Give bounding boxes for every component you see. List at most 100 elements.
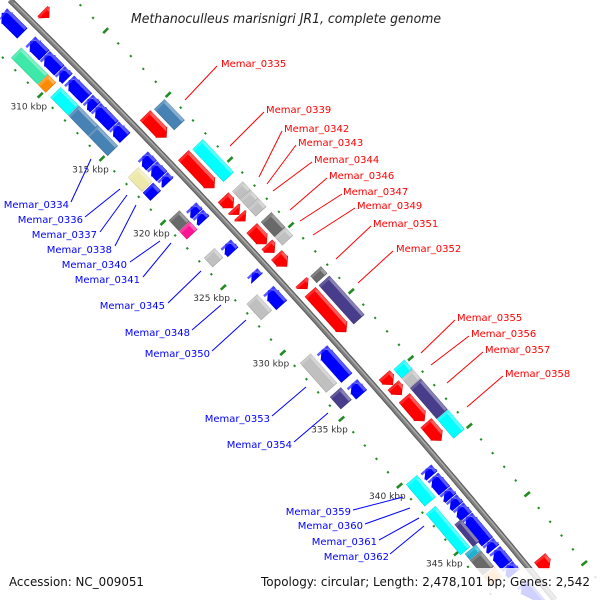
cds-feature-reverse[interactable] — [192, 209, 210, 226]
cds-feature-forward[interactable] — [420, 418, 443, 441]
gene-label-text[interactable]: Memar_0337 — [32, 230, 97, 241]
gene-label-memar-0356[interactable]: Memar_0356 — [430, 329, 536, 366]
cds-feature-forward[interactable] — [304, 286, 348, 333]
gene-label-text[interactable]: Memar_0352 — [396, 244, 461, 255]
gene-label-memar-0355[interactable]: Memar_0355 — [420, 313, 522, 354]
cds-feature-reverse[interactable] — [186, 202, 203, 219]
gene-label-text[interactable]: Memar_0344 — [314, 155, 379, 166]
cds-feature-reverse[interactable] — [25, 36, 50, 61]
gene-label-memar-0358[interactable]: Memar_0358 — [466, 369, 570, 408]
gene-label-text[interactable]: Memar_0334 — [4, 200, 69, 211]
feature-shape[interactable] — [320, 349, 353, 383]
cds-feature-reverse[interactable] — [0, 8, 28, 39]
cds-feature-forward[interactable] — [234, 210, 247, 222]
cds-feature-forward[interactable] — [178, 150, 216, 189]
cds-feature-reverse[interactable] — [316, 345, 353, 383]
cds-feature-forward[interactable] — [398, 393, 426, 422]
cog-feature-reverse[interactable] — [37, 74, 57, 93]
cog-feature-forward[interactable] — [393, 359, 413, 379]
cds-feature-reverse[interactable] — [220, 239, 239, 258]
cog-feature-reverse[interactable] — [50, 87, 79, 116]
gene-label-text[interactable]: Memar_0350 — [145, 349, 210, 360]
gene-label-memar-0337[interactable]: Memar_0337 — [32, 194, 128, 241]
cog-feature-reverse[interactable] — [299, 353, 338, 393]
cog-feature-reverse[interactable] — [203, 247, 224, 268]
cds-feature-forward[interactable] — [217, 192, 235, 209]
gene-label-memar-0361[interactable]: Memar_0361 — [312, 517, 420, 548]
gene-label-memar-0339[interactable]: Memar_0339 — [229, 105, 331, 147]
cog-feature-forward[interactable] — [310, 266, 328, 284]
cds-feature-reverse[interactable] — [489, 545, 513, 570]
cds-feature-reverse[interactable] — [439, 486, 457, 503]
feature-shape[interactable] — [304, 286, 348, 333]
gene-label-text[interactable]: Memar_0354 — [227, 440, 292, 451]
feature-shape[interactable] — [436, 409, 465, 439]
gene-label-text[interactable]: Memar_0357 — [485, 345, 550, 356]
gene-label-memar-0343[interactable]: Memar_0343 — [266, 138, 363, 185]
cds-feature-reverse[interactable] — [54, 66, 73, 84]
gene-label-text[interactable]: Memar_0355 — [457, 313, 522, 324]
cds-feature-reverse[interactable] — [157, 172, 174, 188]
gene-label-text[interactable]: Memar_0336 — [18, 215, 83, 226]
gene-label-text[interactable]: Memar_0353 — [205, 414, 270, 425]
cds-feature-forward[interactable] — [261, 239, 276, 253]
cds-feature-forward[interactable] — [139, 110, 168, 138]
cog-feature-reverse[interactable] — [142, 182, 162, 201]
cog-feature-reverse[interactable] — [454, 519, 480, 547]
cds-feature-reverse[interactable] — [82, 94, 101, 113]
gene-label-text[interactable]: Memar_0360 — [298, 521, 363, 532]
gene-label-memar-0336[interactable]: Memar_0336 — [18, 188, 121, 226]
feature-shape[interactable] — [251, 272, 264, 285]
gene-label-text[interactable]: Memar_0342 — [284, 124, 349, 135]
cog-feature-reverse[interactable] — [425, 505, 471, 556]
cog-feature-forward[interactable] — [247, 198, 267, 217]
cds-feature-reverse[interactable] — [482, 537, 500, 554]
cog-feature-reverse[interactable] — [10, 47, 49, 85]
cds-feature-reverse[interactable] — [452, 502, 472, 522]
cog-feature-forward[interactable] — [401, 369, 421, 388]
gene-label-text[interactable]: Memar_0351 — [373, 219, 438, 230]
cog-feature-reverse[interactable] — [68, 105, 99, 136]
cds-feature-reverse[interactable] — [39, 50, 65, 76]
cds-feature-reverse[interactable] — [346, 379, 368, 400]
gene-label-memar-0347[interactable]: Memar_0347 — [299, 187, 408, 222]
gene-label-memar-0346[interactable]: Memar_0346 — [289, 171, 394, 211]
gene-label-text[interactable]: Memar_0362 — [324, 552, 389, 563]
gene-label-memar-0359[interactable]: Memar_0359 — [286, 496, 404, 518]
gene-label-text[interactable]: Memar_0349 — [357, 201, 422, 212]
cds-feature-forward[interactable] — [271, 250, 289, 267]
cog-feature-forward[interactable] — [192, 139, 235, 183]
gene-label-memar-0348[interactable]: Memar_0348 — [125, 304, 222, 339]
gene-label-memar-0341[interactable]: Memar_0341 — [75, 242, 172, 286]
cds-feature-forward[interactable] — [378, 370, 395, 386]
gene-label-memar-0349[interactable]: Memar_0349 — [312, 201, 422, 236]
gene-label-memar-0350[interactable]: Memar_0350 — [145, 319, 247, 360]
cog-feature-forward[interactable] — [153, 99, 185, 131]
gene-label-memar-0345[interactable]: Memar_0345 — [100, 270, 202, 312]
cds-feature-forward[interactable] — [295, 277, 309, 290]
feature-shape[interactable] — [87, 125, 119, 157]
cds-feature-reverse[interactable] — [427, 472, 451, 496]
gene-label-memar-0335[interactable]: Memar_0335 — [184, 59, 286, 101]
cog-feature-reverse[interactable] — [87, 125, 119, 157]
cog-feature-reverse[interactable] — [329, 387, 352, 410]
cds-feature-reverse[interactable] — [90, 102, 119, 131]
feature-shape[interactable] — [153, 99, 185, 131]
feature-shape[interactable] — [161, 176, 174, 188]
cog-feature-forward[interactable] — [436, 409, 465, 439]
cog-feature-forward[interactable] — [240, 189, 259, 209]
cds-feature-reverse[interactable] — [146, 161, 168, 182]
gene-label-memar-0342[interactable]: Memar_0342 — [258, 124, 349, 178]
cds-feature-reverse[interactable] — [263, 285, 288, 311]
gene-label-text[interactable]: Memar_0356 — [471, 329, 536, 340]
cog-feature-forward[interactable] — [232, 181, 251, 200]
cds-feature-forward[interactable] — [37, 5, 50, 19]
cog-feature-reverse[interactable] — [179, 221, 198, 240]
gene-label-text[interactable]: Memar_0358 — [505, 369, 570, 380]
cog-feature-reverse[interactable] — [168, 210, 190, 232]
gene-label-text[interactable]: Memar_0339 — [266, 105, 331, 116]
cds-feature-reverse[interactable] — [108, 121, 131, 143]
cds-feature-reverse[interactable] — [64, 75, 93, 104]
gene-label-text[interactable]: Memar_0340 — [62, 260, 127, 271]
